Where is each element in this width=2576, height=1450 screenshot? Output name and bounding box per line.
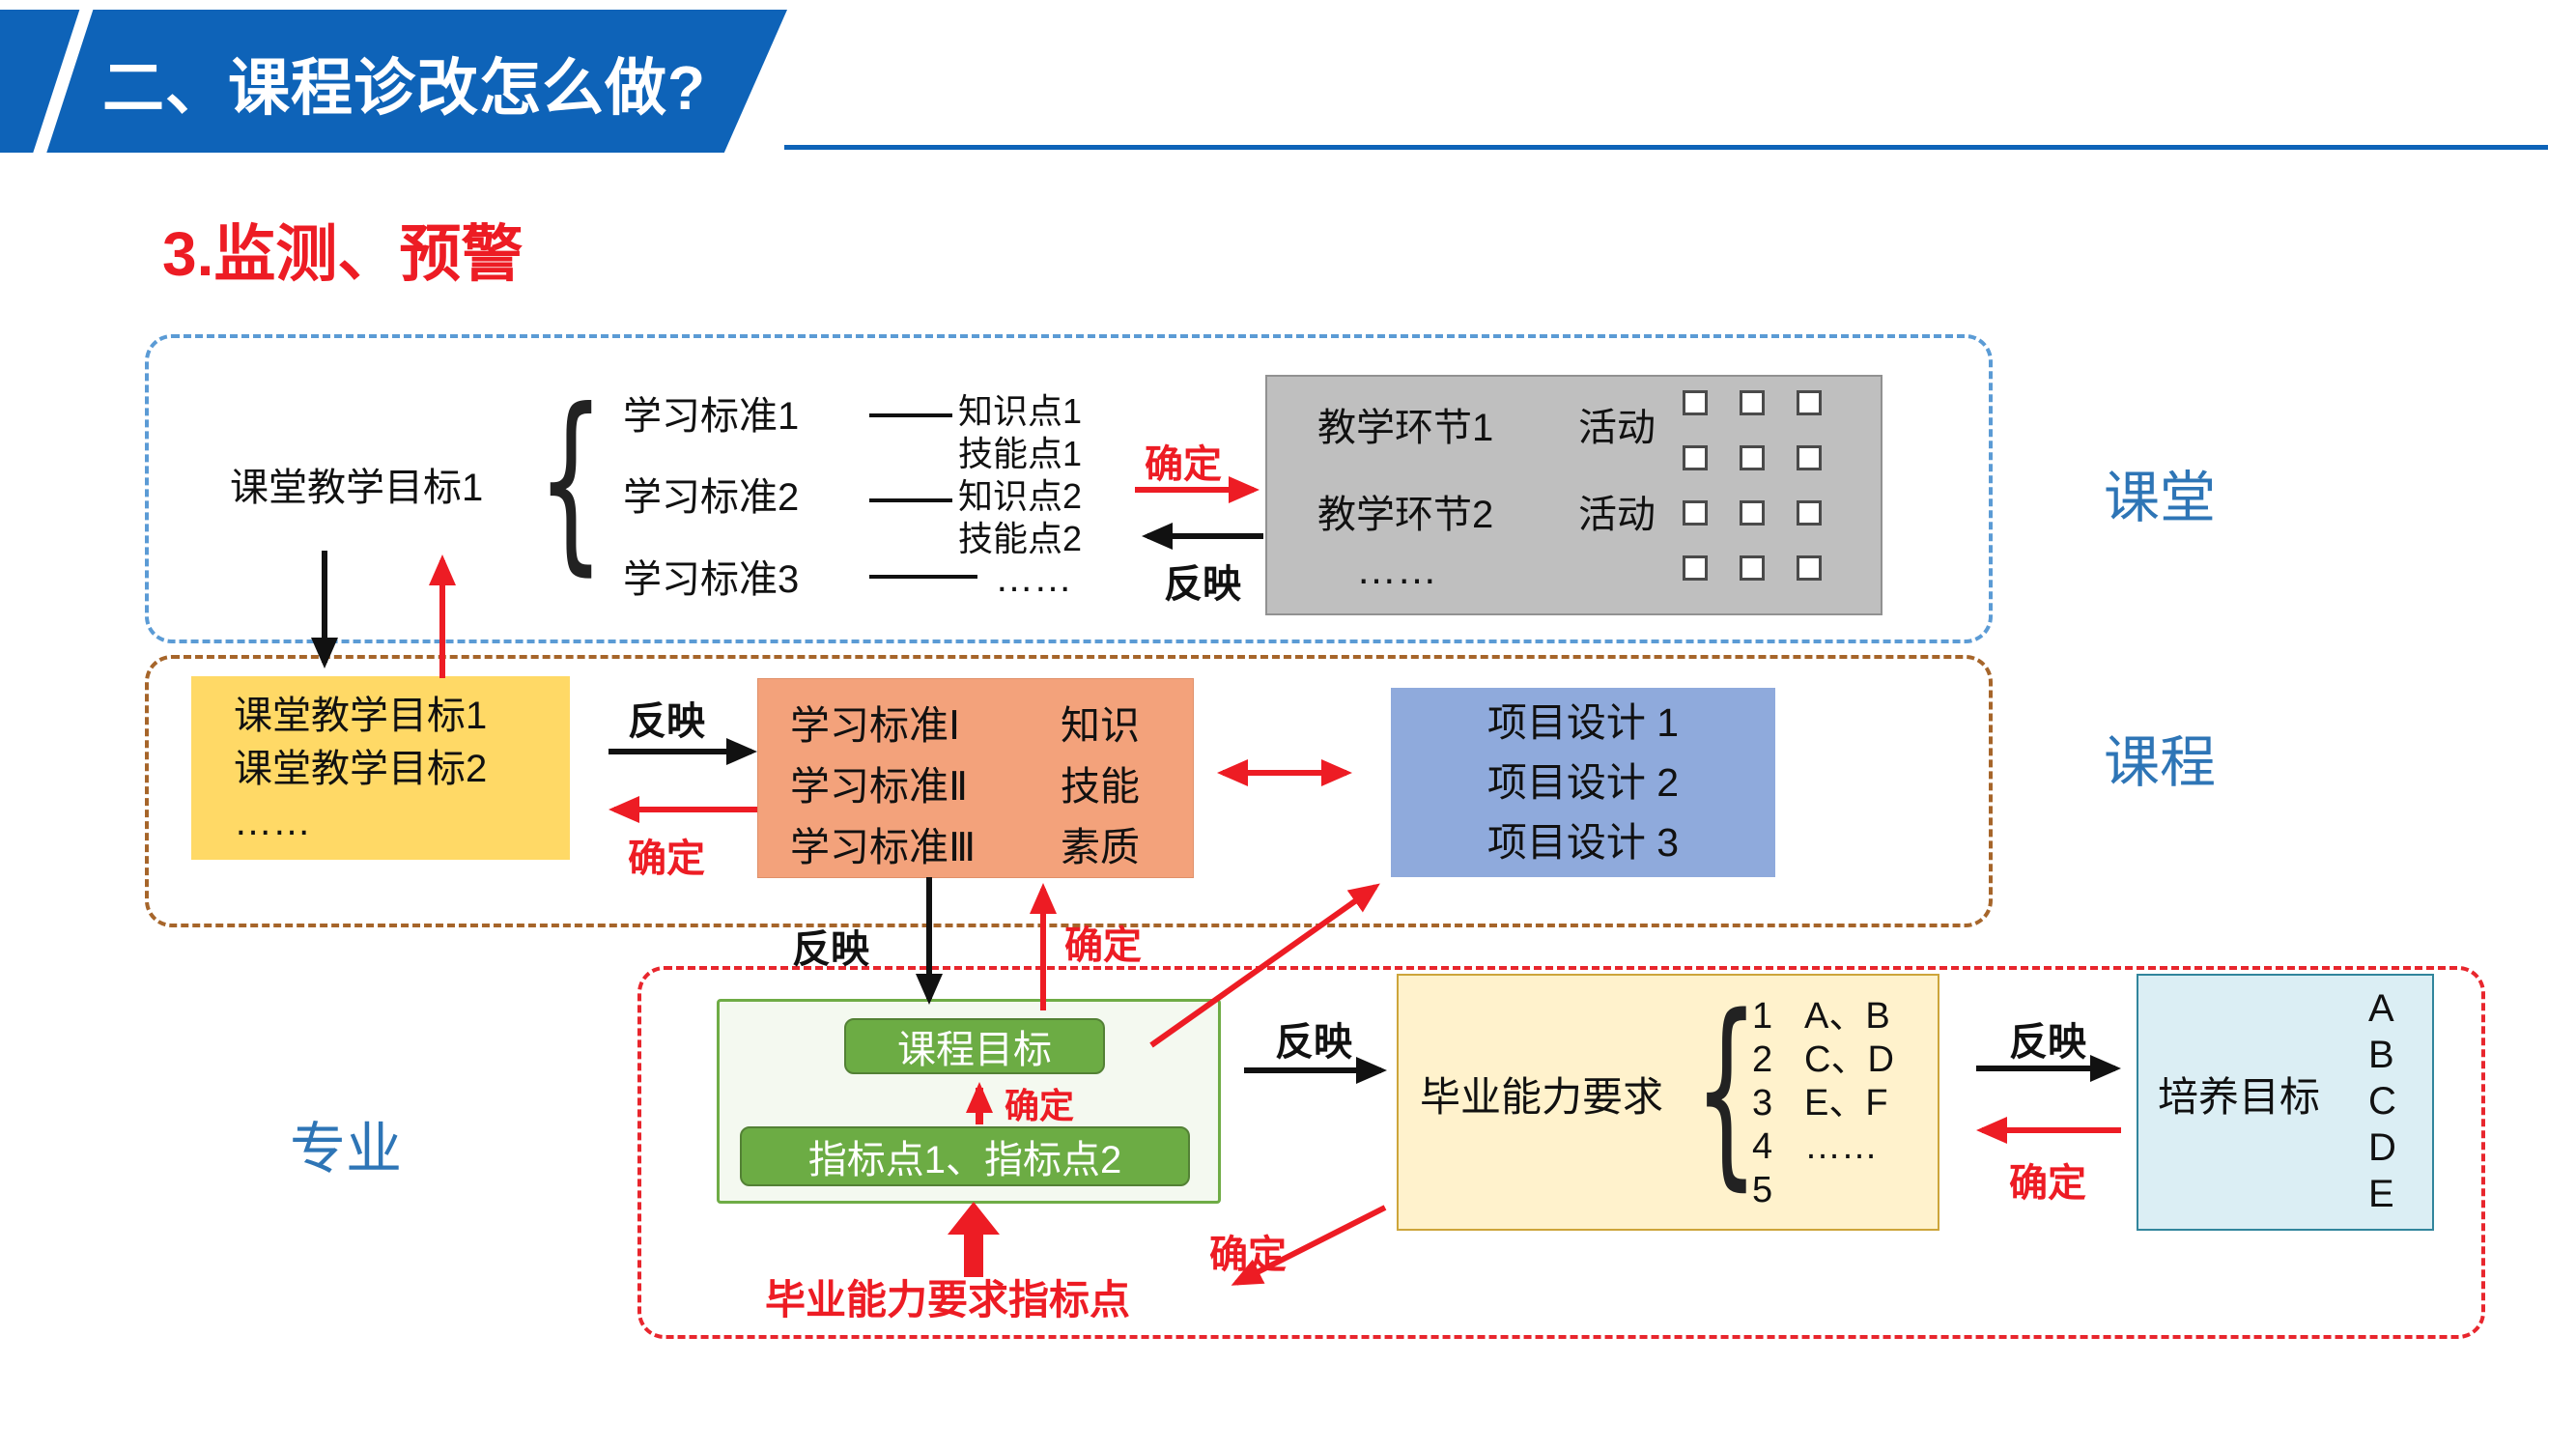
grad-number: 3 <box>1752 1083 1773 1123</box>
page-title: 二、课程诊改怎么做? <box>102 53 707 123</box>
learning-standards-box <box>757 678 1194 878</box>
grad-letter-pair: C、D <box>1804 1039 1894 1080</box>
banner-accent-stripe <box>30 10 96 153</box>
knowledge-point-2: 知识点2 <box>958 476 1083 516</box>
project-design-1: 项目设计 1 <box>1486 700 1680 745</box>
section-title: 3.监测、预警 <box>162 219 524 289</box>
activity-label-1: 活动 <box>1578 407 1656 449</box>
header-banner <box>0 10 787 153</box>
confirm-label-course-major: 确定 <box>1064 924 1142 967</box>
label-major: 专业 <box>290 1118 403 1180</box>
checkbox-icon <box>1797 500 1822 526</box>
checkbox-icon <box>1683 500 1708 526</box>
course-panel <box>145 655 1993 927</box>
course-objective-1: 课堂教学目标1 <box>234 695 488 737</box>
course-standard-3: 学习标准Ⅲ <box>790 825 977 869</box>
training-goal-title: 培养目标 <box>2158 1074 2321 1120</box>
learning-standard-2: 学习标准2 <box>623 476 800 519</box>
reflect-label-course: 反映 <box>628 700 705 743</box>
checkbox-icon <box>1683 555 1708 581</box>
training-letter: C <box>2368 1080 2396 1123</box>
checkbox-icon <box>1740 390 1765 415</box>
confirm-label-goal: 确定 <box>1005 1086 1075 1125</box>
checkbox-grid <box>1683 390 1822 581</box>
skill-point-2: 技能点2 <box>958 519 1083 558</box>
confirm-label-course: 确定 <box>628 838 705 880</box>
label-classroom: 课堂 <box>2104 467 2217 529</box>
aspect-knowledge: 知识 <box>1061 703 1140 748</box>
activity-label-2: 活动 <box>1578 494 1656 536</box>
reflect-label-grad: 反映 <box>1275 1021 1352 1064</box>
confirm-label-classroom: 确定 <box>1145 443 1222 486</box>
aspect-quality: 素质 <box>1061 825 1140 869</box>
teaching-stage-1: 教学环节1 <box>1317 407 1494 449</box>
course-goal-chip: 课程目标 <box>844 1018 1105 1074</box>
left-brace-icon: { <box>1694 972 1759 1208</box>
training-letter: E <box>2368 1173 2394 1215</box>
checkbox-icon <box>1797 390 1822 415</box>
major-panel <box>637 966 2485 1339</box>
left-brace-icon: { <box>537 368 605 593</box>
checkbox-icon <box>1740 555 1765 581</box>
course-standards-list: 学习标准Ⅰ 学习标准Ⅱ 学习标准Ⅲ <box>790 696 976 878</box>
grad-letter-pair: E、F <box>1804 1083 1888 1123</box>
knowledge-point-pair-2: 知识点2 技能点2 <box>958 475 1082 560</box>
checkbox-icon <box>1797 555 1822 581</box>
course-standard-2: 学习标准Ⅱ <box>790 764 969 809</box>
grad-requirements-box <box>1397 974 1939 1231</box>
teaching-stage-2: 教学环节2 <box>1317 494 1494 536</box>
reflect-label-course-major: 反映 <box>792 928 869 971</box>
teaching-activities-panel: 教学环节1 活动 教学环节2 活动 …… <box>1265 375 1882 615</box>
training-letter: D <box>2368 1126 2396 1169</box>
grad-requirement-title: 毕业能力要求 <box>1420 1074 1664 1120</box>
checkbox-icon <box>1683 445 1708 470</box>
grad-letter-pair: A、B <box>1804 996 1890 1037</box>
checkbox-icon <box>1740 500 1765 526</box>
course-aspects-list: 知识 技能 素质 <box>1061 696 1140 878</box>
knowledge-point-1: 知识点1 <box>958 391 1083 431</box>
course-objectives-box: 课堂教学目标1 课堂教学目标2 …… <box>191 676 570 860</box>
classroom-panel <box>145 334 1993 643</box>
reflect-label-classroom: 反映 <box>1164 563 1241 606</box>
checkbox-icon <box>1797 445 1822 470</box>
label-course: 课程 <box>2104 731 2217 794</box>
reflect-label-training: 反映 <box>2009 1021 2086 1064</box>
grad-number: 1 <box>1752 996 1773 1037</box>
checkbox-icon <box>1740 445 1765 470</box>
grad-indicator-label: 毕业能力要求指标点 <box>765 1277 1131 1322</box>
skill-point-1: 技能点1 <box>958 434 1083 473</box>
confirm-label-training: 确定 <box>2009 1162 2086 1205</box>
course-standard-1: 学习标准Ⅰ <box>790 703 961 748</box>
header-underline <box>784 145 2548 150</box>
project-design-3: 项目设计 3 <box>1486 820 1680 865</box>
aspect-skill: 技能 <box>1061 764 1140 809</box>
project-design-2: 项目设计 2 <box>1486 760 1680 805</box>
grad-numbers-list: 1 2 3 4 5 <box>1752 995 1772 1212</box>
training-letter: B <box>2368 1034 2394 1076</box>
learning-standard-1: 学习标准1 <box>623 395 800 438</box>
course-objectives-ellipsis: …… <box>234 801 311 843</box>
grad-number: 2 <box>1752 1039 1773 1080</box>
confirm-label-diagonal: 确定 <box>1209 1234 1287 1276</box>
grad-letter-pairs-list: A、B C、D E、F …… <box>1804 995 1894 1169</box>
course-objective-2: 课堂教学目标2 <box>234 748 488 790</box>
points-ellipsis: …… <box>995 557 1072 600</box>
grad-letter-pair: …… <box>1804 1126 1878 1167</box>
classroom-objective: 课堂教学目标1 <box>230 467 484 509</box>
checkbox-icon <box>1683 390 1708 415</box>
training-letters-list: A B C D E <box>2368 985 2396 1217</box>
activities-ellipsis: …… <box>1356 547 1437 592</box>
knowledge-point-pair-1: 知识点1 技能点1 <box>958 390 1082 475</box>
grad-number: 5 <box>1752 1170 1773 1210</box>
training-letter: A <box>2368 987 2394 1030</box>
learning-standard-3: 学习标准3 <box>623 558 800 601</box>
project-design-box: 项目设计 1 项目设计 2 项目设计 3 <box>1391 688 1775 877</box>
indicator-chip: 指标点1、指标点2 <box>740 1126 1190 1186</box>
training-goal-box <box>2137 974 2434 1231</box>
grad-number: 4 <box>1752 1126 1773 1167</box>
